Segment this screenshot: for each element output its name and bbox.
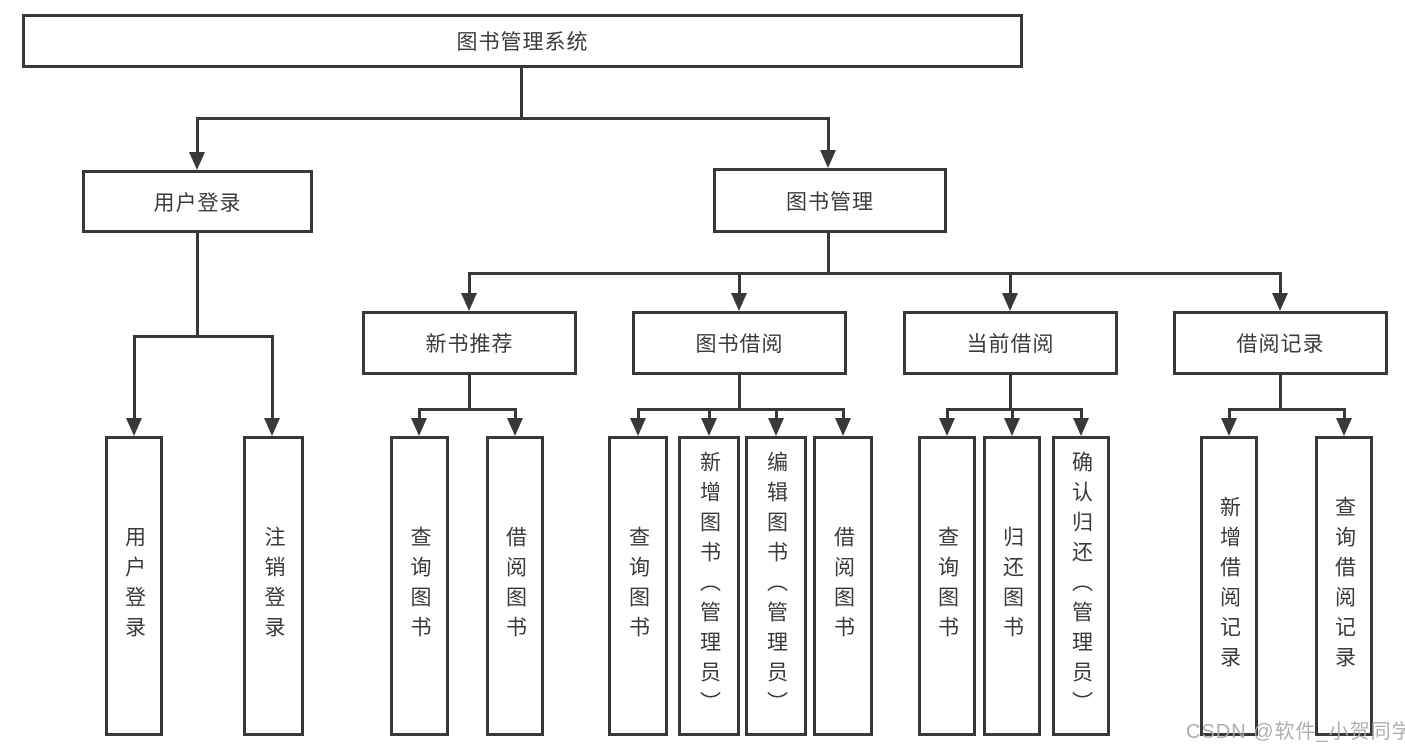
leaf-query-books-borrow-label: 查询图书 [626, 526, 650, 646]
arrow-head [731, 293, 747, 311]
arrow-head [1073, 418, 1089, 436]
connector-line [1080, 408, 1083, 418]
connector-line [468, 375, 471, 408]
connector-line [133, 335, 136, 418]
node-user-login: 用户登录 [82, 170, 313, 233]
connector-line [775, 408, 778, 418]
leaf-query-borrow-record: 查询借阅记录 [1315, 436, 1373, 736]
connector-line [738, 375, 741, 408]
node-current-borrow: 当前借阅 [903, 311, 1118, 375]
connector-line [1279, 375, 1282, 408]
leaf-return-books: 归还图书 [983, 436, 1041, 736]
connector-line [271, 335, 274, 418]
leaf-edit-books-admin: 编辑图书（管理员） [745, 436, 807, 736]
leaf-user-login-label: 用户登录 [122, 526, 146, 646]
connector-line [738, 272, 741, 293]
connector-line [946, 408, 949, 418]
leaf-return-books-label: 归还图书 [1000, 526, 1024, 646]
leaf-confirm-return-admin: 确认归还（管理员） [1052, 436, 1110, 736]
node-borrow-records-label: 借阅记录 [1236, 333, 1325, 356]
leaf-query-borrow-record-label: 查询借阅记录 [1332, 496, 1356, 676]
leaf-confirm-return-admin-label: 确认归还（管理员） [1069, 451, 1093, 721]
arrow-head [820, 150, 836, 168]
connector-line [1011, 408, 1014, 418]
node-book-borrow-label: 图书借阅 [695, 333, 784, 356]
leaf-add-borrow-record-label: 新增借阅记录 [1217, 496, 1241, 676]
connector-line [1228, 408, 1346, 411]
arrow-head [768, 418, 784, 436]
connector-line [196, 117, 199, 152]
node-new-book-recommend-label: 新书推荐 [425, 333, 514, 356]
node-new-book-recommend: 新书推荐 [362, 311, 577, 375]
leaf-edit-books-admin-label: 编辑图书（管理员） [764, 451, 788, 721]
leaf-user-login: 用户登录 [105, 436, 163, 736]
arrow-head [1004, 418, 1020, 436]
connector-line [827, 117, 830, 150]
connector-line [842, 408, 845, 418]
connector-line [1343, 408, 1346, 418]
connector-line [468, 272, 1282, 275]
connector-line [520, 68, 523, 117]
arrow-head [126, 418, 142, 436]
connector-line [514, 408, 517, 418]
connector-line [708, 408, 711, 418]
arrow-head [1336, 418, 1352, 436]
leaf-logout-label: 注销登录 [262, 526, 285, 646]
arrow-head [1221, 418, 1237, 436]
node-book-management-label: 图书管理 [786, 190, 874, 214]
connector-line [637, 408, 640, 418]
node-book-management: 图书管理 [713, 168, 947, 233]
connector-line [418, 408, 517, 411]
leaf-borrow-books: 借阅图书 [813, 436, 873, 736]
arrow-head [701, 418, 717, 436]
arrow-head [189, 152, 205, 170]
leaf-query-books-recommend-label: 查询图书 [408, 526, 431, 646]
arrow-head [939, 418, 955, 436]
arrow-head [461, 293, 477, 311]
arrow-head [630, 418, 646, 436]
connector-line [1279, 272, 1282, 293]
arrow-head [835, 418, 851, 436]
leaf-query-books-current: 查询图书 [918, 436, 976, 736]
connector-line [418, 408, 421, 418]
node-root: 图书管理系统 [22, 14, 1023, 68]
node-user-login-label: 用户登录 [153, 191, 242, 215]
node-borrow-records: 借阅记录 [1173, 311, 1388, 375]
connector-line [196, 117, 830, 120]
leaf-borrow-books-recommend: 借阅图书 [486, 436, 544, 736]
arrow-head [411, 418, 427, 436]
leaf-add-borrow-record: 新增借阅记录 [1200, 436, 1258, 736]
node-book-borrow: 图书借阅 [632, 311, 847, 375]
leaf-logout: 注销登录 [243, 436, 304, 736]
arrow-head [1272, 293, 1288, 311]
leaf-add-books-admin-label: 新增图书（管理员） [697, 451, 721, 721]
connector-line [827, 233, 830, 272]
node-current-borrow-label: 当前借阅 [966, 333, 1055, 356]
node-root-label: 图书管理系统 [456, 31, 589, 54]
connector-line [133, 335, 274, 338]
connector-line [468, 272, 471, 293]
leaf-add-books-admin: 新增图书（管理员） [678, 436, 740, 736]
connector-line [1009, 375, 1012, 408]
leaf-query-books-current-label: 查询图书 [935, 526, 959, 646]
arrow-head [1002, 293, 1018, 311]
leaf-borrow-books-recommend-label: 借阅图书 [503, 526, 527, 646]
connector-line [196, 233, 199, 335]
arrow-head [507, 418, 523, 436]
arrow-head [264, 418, 280, 436]
leaf-query-books-borrow: 查询图书 [608, 436, 668, 736]
connector-line [1009, 272, 1012, 293]
connector-line [637, 408, 845, 411]
leaf-query-books-recommend: 查询图书 [390, 436, 449, 736]
leaf-borrow-books-label: 借阅图书 [831, 526, 855, 646]
connector-line [1228, 408, 1231, 418]
connector-line [946, 408, 1083, 411]
csdn-watermark: CSDN @软件_小贺同学 [1186, 721, 1405, 743]
